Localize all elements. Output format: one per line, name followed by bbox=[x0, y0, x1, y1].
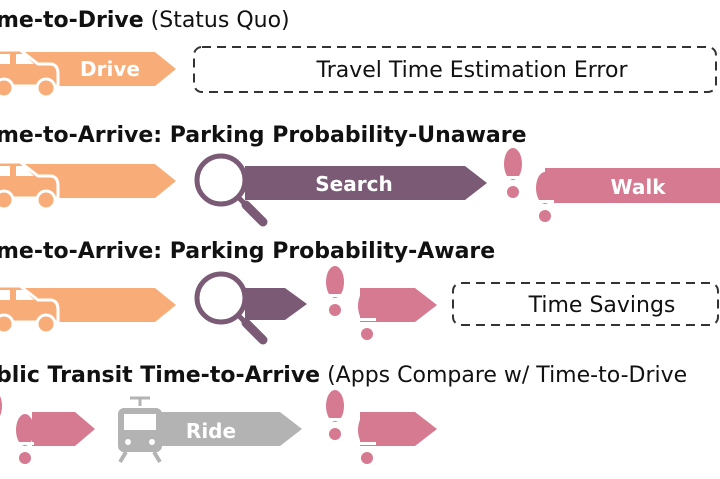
walk-arrow bbox=[360, 288, 437, 322]
row-aware: me-to-Arrive: Parking Probability-Aware … bbox=[0, 239, 719, 340]
row-title: blic Transit Time-to-Arrive (Apps Compar… bbox=[0, 363, 687, 388]
footprints-icon bbox=[326, 266, 376, 340]
walk-arrow bbox=[360, 412, 437, 446]
train-icon bbox=[116, 396, 164, 464]
error-box-label: Travel Time Estimation Error bbox=[316, 58, 629, 83]
footprints-icon bbox=[504, 148, 554, 222]
footprints-icon bbox=[0, 390, 34, 464]
search-label: Search bbox=[315, 172, 392, 196]
ride-label: Ride bbox=[186, 419, 236, 443]
footprints-icon bbox=[326, 390, 376, 464]
row-unaware: me-to-Arrive: Parking Probability-Unawar… bbox=[0, 123, 720, 222]
row-title: me-to-Drive (Status Quo) bbox=[0, 8, 290, 33]
savings-box-label: Time Savings bbox=[528, 293, 676, 318]
error-box bbox=[193, 46, 717, 93]
drive-label: Drive bbox=[80, 57, 140, 81]
walk-arrow bbox=[32, 412, 95, 446]
search-arrow bbox=[245, 166, 487, 200]
walk-label: Walk bbox=[611, 175, 667, 199]
walk-arrow bbox=[545, 168, 720, 203]
row-title: me-to-Arrive: Parking Probability-Unawar… bbox=[0, 123, 527, 148]
row-time-to-drive: me-to-Drive (Status Quo) Drive Travel Ti… bbox=[0, 8, 717, 99]
row-title: me-to-Arrive: Parking Probability-Aware bbox=[0, 239, 495, 264]
search-arrow bbox=[245, 288, 307, 320]
savings-box bbox=[452, 282, 719, 326]
row-transit: blic Transit Time-to-Arrive (Apps Compar… bbox=[0, 363, 687, 464]
ride-arrow bbox=[160, 412, 302, 446]
